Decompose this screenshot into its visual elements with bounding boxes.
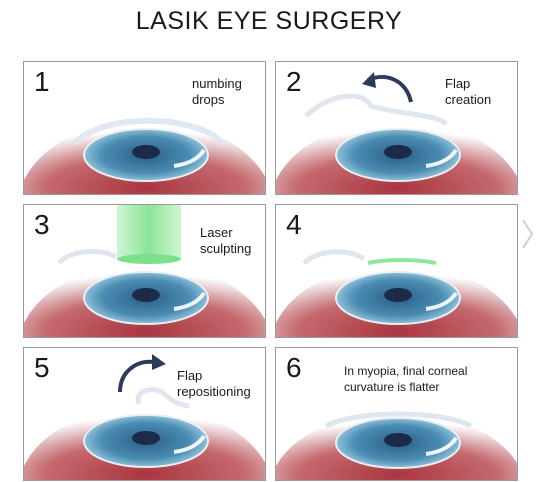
curved-arrow-icon <box>118 359 155 393</box>
step-number: 5 <box>34 352 50 383</box>
step-caption: Flap repositioning <box>177 368 251 399</box>
step-number: 4 <box>286 209 302 240</box>
step-caption: numbing drops <box>192 76 242 107</box>
step-caption: Flap creation <box>445 76 492 107</box>
eye-illustration <box>24 354 265 480</box>
step-panel-5: 5 Flap repositioning <box>23 347 266 481</box>
eye-illustration <box>276 72 517 194</box>
step-number: 2 <box>286 66 302 97</box>
chevron-right-icon[interactable] <box>520 214 536 254</box>
eye-illustration <box>276 411 517 480</box>
step-number: 1 <box>34 66 50 97</box>
step-panel-3: 3 Laser sculpting <box>23 204 266 338</box>
step-panel-4: 4 <box>275 204 518 338</box>
eye-illustration <box>24 117 265 194</box>
step-panel-1: 1 numbing drops <box>23 61 266 195</box>
diagram-title: LASIK EYE SURGERY <box>135 7 403 35</box>
eye-illustration <box>276 249 517 337</box>
step-caption: In myopia, final corneal curvature is fl… <box>344 364 468 394</box>
eye-illustration <box>24 205 265 337</box>
step-number: 6 <box>286 352 302 383</box>
step-panel-6: 6 In myopia, final corneal curvature is … <box>275 347 518 481</box>
step-number: 3 <box>34 209 50 240</box>
step-caption: Laser sculpting <box>200 225 252 256</box>
laser-beam <box>117 205 181 259</box>
step-panel-2: 2 Flap creation <box>275 61 518 195</box>
